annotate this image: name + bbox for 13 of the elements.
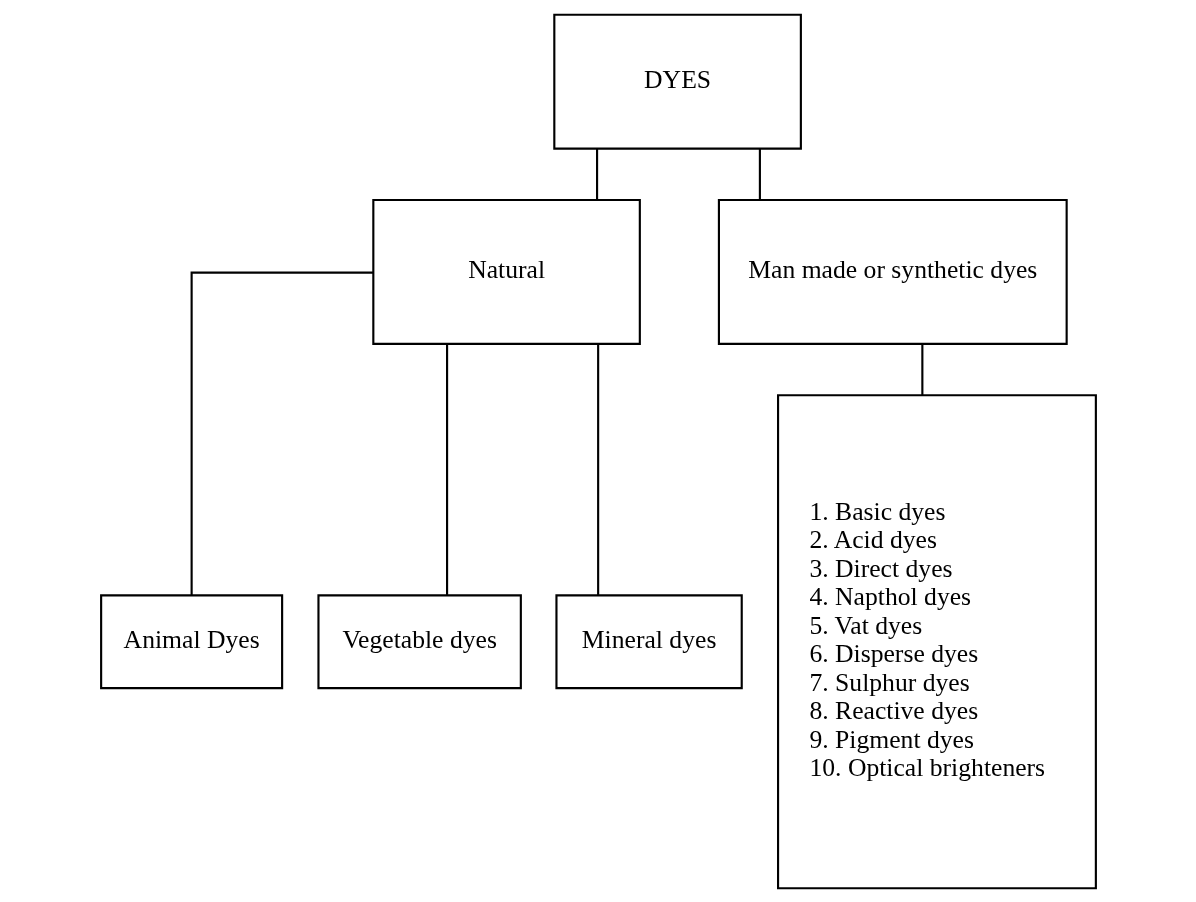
connector bbox=[758, 148, 761, 200]
node-box: Man made or synthetic dyes bbox=[717, 198, 1068, 345]
node-box: 1. Basic dyes 2. Acid dyes 3. Direct dyes 4. Napthol dyes 5. Vat dyes 6. Disperse dyes 7. Sulphur dyes 8. Reactive dyes 9. Pigment dyes 10. Optical brighteners bbox=[776, 393, 1097, 889]
connector bbox=[596, 343, 599, 595]
node-box: DYES bbox=[552, 13, 802, 150]
node-box: Vegetable dyes bbox=[316, 593, 522, 689]
connector bbox=[190, 271, 373, 595]
connector bbox=[920, 343, 923, 395]
node-box: Mineral dyes bbox=[554, 593, 743, 689]
connector bbox=[595, 148, 598, 200]
node-box: Animal Dyes bbox=[99, 593, 283, 689]
node-box: Natural bbox=[371, 198, 641, 345]
connector bbox=[445, 343, 448, 595]
